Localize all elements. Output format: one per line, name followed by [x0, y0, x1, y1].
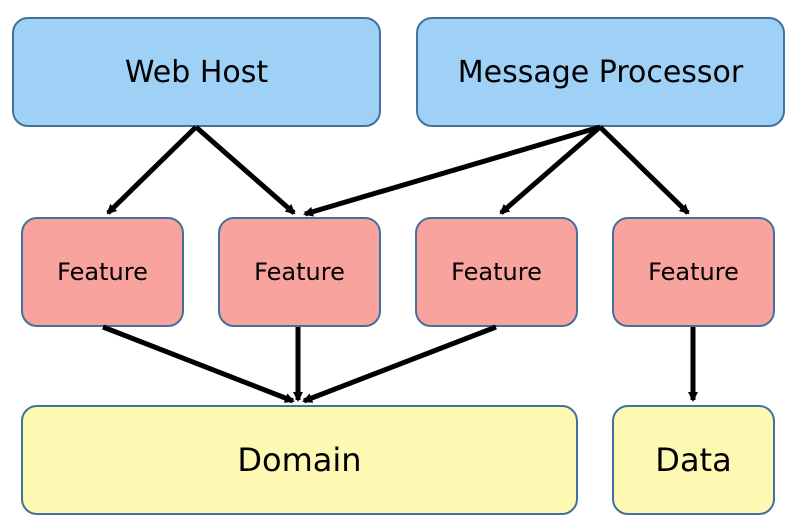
feature-node-4: Feature — [612, 217, 775, 327]
web-host-node: Web Host — [12, 17, 381, 127]
domain-label: Domain — [237, 441, 362, 479]
arrow-msgproc-feature4 — [598, 125, 690, 215]
message-processor-node: Message Processor — [416, 17, 785, 127]
feature-label-4: Feature — [648, 258, 739, 286]
domain-node: Domain — [21, 405, 578, 515]
data-node: Data — [612, 405, 775, 515]
feature-label-1: Feature — [57, 258, 148, 286]
feature-label-3: Feature — [451, 258, 542, 286]
feature-label-2: Feature — [254, 258, 345, 286]
arrow-msgproc-feature2 — [303, 124, 601, 217]
arrow-msgproc-feature3 — [499, 125, 602, 215]
arrow-feature1-domain — [102, 324, 295, 404]
feature-node-3: Feature — [415, 217, 578, 327]
arrow-webhost-feature2 — [194, 125, 296, 215]
web-host-label: Web Host — [124, 54, 269, 90]
feature-node-2: Feature — [218, 217, 381, 327]
message-processor-label: Message Processor — [457, 54, 744, 90]
feature-node-1: Feature — [21, 217, 184, 327]
arrow-webhost-feature1 — [106, 125, 198, 215]
arrow-feature3-domain — [302, 324, 497, 404]
data-label: Data — [655, 441, 732, 479]
